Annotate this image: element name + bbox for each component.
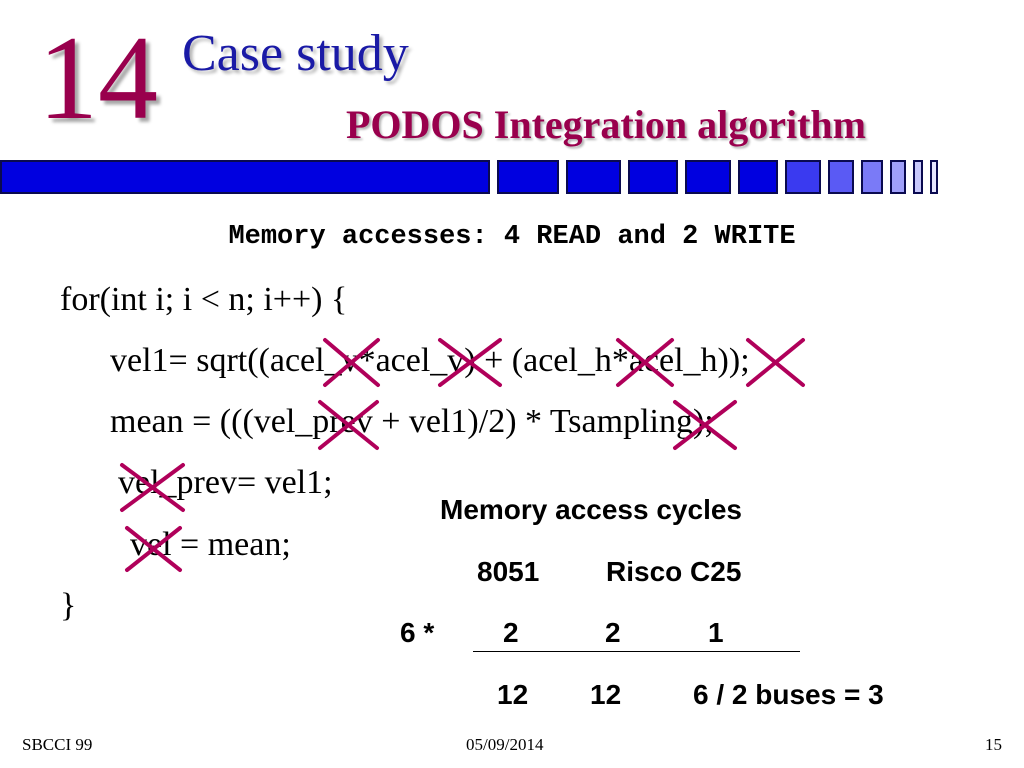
footer-date: 05/09/2014: [466, 735, 544, 754]
table-cell: 2: [605, 617, 621, 648]
bar-segment: [685, 160, 731, 194]
table-multiplier: 6 *: [400, 617, 435, 648]
slide-title: Case study: [182, 25, 409, 82]
code-line-vel1: vel1= sqrt((acel_v*acel_v) + (acel_h*ace…: [110, 342, 750, 379]
table-cell: 12: [497, 679, 529, 710]
bar-segment: [738, 160, 778, 194]
slide-number: 14: [38, 11, 158, 144]
table-header-8051: 8051: [477, 556, 540, 587]
bar-segment: [785, 160, 821, 194]
bar-segment: [913, 160, 923, 194]
decorative-blue-bar: [0, 160, 940, 194]
bar-segment: [930, 160, 938, 194]
footer-page-number: 15: [985, 735, 1002, 754]
bar-segment: [497, 160, 559, 194]
table-cell: 2: [503, 617, 519, 648]
code-line-for: for(int i; i < n; i++) {: [60, 281, 348, 318]
code-line-vel: vel = mean;: [130, 526, 291, 563]
table-underline: [473, 651, 800, 652]
table-header-risco: Risco C25: [606, 556, 742, 587]
table-cell: 12: [590, 679, 622, 710]
code-line-vel-prev: vel_prev= vel1;: [118, 464, 333, 501]
bar-segment: [890, 160, 906, 194]
bar-segment: [828, 160, 854, 194]
bar-segment: [566, 160, 621, 194]
table-cell: 1: [708, 617, 724, 648]
table-cell: 6 / 2 buses = 3: [693, 679, 884, 710]
slide-subtitle: PODOS Integration algorithm: [346, 102, 866, 147]
code-line-mean: mean = (((vel_prev + vel1)/2) * Tsamplin…: [110, 403, 714, 440]
code-line-close-brace: }: [60, 587, 77, 624]
memory-access-heading: Memory accesses: 4 READ and 2 WRITE: [228, 222, 796, 252]
bar-segment: [0, 160, 490, 194]
table-title: Memory access cycles: [440, 494, 742, 525]
bar-segment: [628, 160, 678, 194]
cross-mark-icon: [746, 338, 805, 387]
footer-left: SBCCI 99: [22, 735, 93, 754]
bar-segment: [861, 160, 883, 194]
